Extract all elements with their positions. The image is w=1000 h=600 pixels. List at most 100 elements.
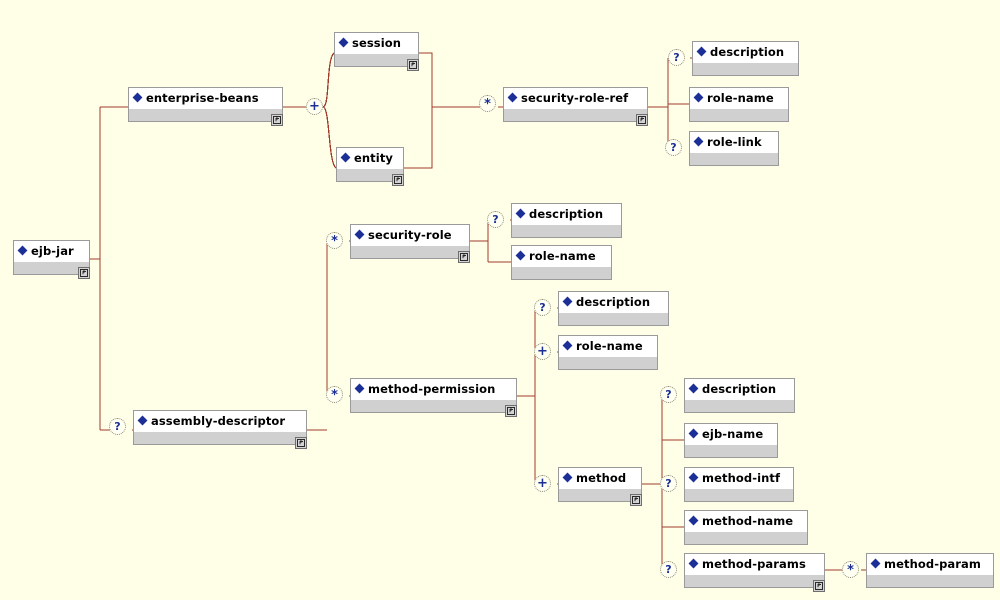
element-node-assembly-descriptor[interactable]: assembly-descriptor	[133, 410, 307, 449]
node-type-strip	[559, 356, 657, 369]
node-type-strip	[559, 312, 668, 325]
node-type-strip	[685, 399, 794, 412]
element-node-session[interactable]: session	[334, 32, 419, 71]
element-name-label: role-name	[529, 249, 596, 263]
compositor-enterprise-beans-choice[interactable]: +	[306, 98, 323, 115]
node-type-strip	[14, 261, 89, 274]
node-type-strip	[512, 224, 621, 237]
element-node-srr-description[interactable]: description	[692, 41, 799, 76]
node-header: role-name	[559, 336, 657, 356]
element-node-security-role-ref[interactable]: security-role-ref	[503, 87, 648, 126]
element-diamond-icon	[870, 558, 881, 569]
node-header: description	[685, 379, 794, 399]
expand-reference-icon[interactable]	[630, 494, 642, 506]
element-diamond-icon	[688, 515, 699, 526]
element-node-method-param[interactable]: method-param	[866, 553, 994, 588]
expand-reference-icon[interactable]	[295, 437, 307, 449]
occurrence-zero-or-more-icon-security-role-ref[interactable]: *	[479, 95, 496, 112]
element-name-label: role-name	[576, 339, 643, 353]
element-diamond-icon	[693, 92, 704, 103]
element-name-label: description	[529, 207, 604, 221]
node-type-strip	[351, 399, 516, 412]
element-name-label: description	[702, 382, 777, 396]
occurrence-zero-or-more-icon-method-permission[interactable]: *	[326, 386, 343, 403]
node-header: ejb-name	[685, 424, 777, 444]
expand-reference-icon[interactable]	[458, 251, 470, 263]
expand-reference-icon[interactable]	[78, 267, 90, 279]
occurrence-zero-or-more-icon-method-param[interactable]: *	[842, 561, 859, 578]
element-node-mp-role-name[interactable]: role-name	[558, 335, 658, 370]
element-diamond-icon	[693, 136, 704, 147]
occurrence-optional-icon-sr-description[interactable]: ?	[487, 211, 504, 228]
element-diamond-icon	[137, 415, 148, 426]
node-header: description	[693, 42, 798, 62]
element-name-label: entity	[354, 151, 394, 165]
node-type-strip	[685, 531, 807, 544]
element-node-m-description[interactable]: description	[684, 378, 795, 413]
occurrence-optional-icon-m-method-params[interactable]: ?	[660, 561, 677, 578]
occurrence-optional-icon-m-method-intf[interactable]: ?	[660, 475, 677, 492]
element-name-label: method-name	[702, 514, 794, 528]
element-diamond-icon	[507, 92, 518, 103]
element-node-srr-role-link[interactable]: role-link	[689, 131, 779, 166]
node-header: role-name	[512, 246, 611, 266]
node-header: session	[335, 33, 418, 53]
element-node-srr-role-name[interactable]: role-name	[689, 87, 789, 122]
element-diamond-icon	[562, 472, 573, 483]
element-name-label: security-role-ref	[521, 91, 629, 105]
element-node-m-method-intf[interactable]: method-intf	[684, 467, 794, 502]
occurrence-optional-icon-srr-role-link[interactable]: ?	[665, 139, 682, 156]
element-node-m-method-name[interactable]: method-name	[684, 510, 808, 545]
element-diamond-icon	[688, 472, 699, 483]
element-diamond-icon	[688, 558, 699, 569]
element-diamond-icon	[562, 340, 573, 351]
node-header: method-params	[685, 554, 824, 574]
element-node-mp-description[interactable]: description	[558, 291, 669, 326]
node-header: ejb-jar	[14, 241, 89, 261]
expand-reference-icon[interactable]	[505, 405, 517, 417]
node-type-strip	[351, 245, 469, 258]
expand-reference-icon[interactable]	[813, 580, 825, 592]
element-diamond-icon	[354, 229, 365, 240]
node-type-strip	[690, 152, 778, 165]
node-type-strip	[690, 108, 788, 121]
element-node-security-role[interactable]: security-role	[350, 224, 470, 263]
occurrence-one-or-more-icon-method[interactable]: +	[534, 475, 551, 492]
occurrence-optional-icon-m-description[interactable]: ?	[660, 386, 677, 403]
element-diamond-icon	[340, 152, 351, 163]
expand-reference-icon[interactable]	[636, 114, 648, 126]
occurrence-zero-or-more-icon-security-role[interactable]: *	[326, 232, 343, 249]
occurrence-optional-icon-mp-description[interactable]: ?	[534, 299, 551, 316]
node-header: security-role	[351, 225, 469, 245]
element-node-m-ejb-name[interactable]: ejb-name	[684, 423, 778, 458]
expand-reference-icon[interactable]	[271, 114, 283, 126]
occurrence-optional-icon-srr-description[interactable]: ?	[668, 49, 685, 66]
node-header: method-intf	[685, 468, 793, 488]
element-node-sr-description[interactable]: description	[511, 203, 622, 238]
element-node-m-method-params[interactable]: method-params	[684, 553, 825, 592]
occurrence-one-or-more-icon-mp-role-name[interactable]: +	[534, 343, 551, 360]
element-name-label: role-name	[707, 91, 774, 105]
node-type-strip	[559, 488, 641, 501]
node-type-strip	[129, 108, 282, 121]
element-name-label: description	[710, 45, 785, 59]
element-node-enterprise-beans[interactable]: enterprise-beans	[128, 87, 283, 126]
expand-reference-icon[interactable]	[392, 174, 404, 186]
element-node-entity[interactable]: entity	[336, 147, 404, 186]
element-node-sr-role-name[interactable]: role-name	[511, 245, 612, 280]
element-name-label: method-permission	[368, 382, 496, 396]
expand-reference-icon[interactable]	[407, 59, 419, 71]
node-type-strip	[134, 431, 306, 444]
element-node-ejb-jar[interactable]: ejb-jar	[13, 240, 90, 279]
element-diamond-icon	[338, 37, 349, 48]
node-header: enterprise-beans	[129, 88, 282, 108]
node-header: description	[559, 292, 668, 312]
element-node-method[interactable]: method	[558, 467, 642, 506]
element-diamond-icon	[354, 383, 365, 394]
element-node-method-permission[interactable]: method-permission	[350, 378, 517, 417]
node-header: method	[559, 468, 641, 488]
element-diamond-icon	[132, 92, 143, 103]
occurrence-optional-icon-assembly-descriptor[interactable]: ?	[109, 418, 126, 435]
node-header: description	[512, 204, 621, 224]
element-diamond-icon	[17, 245, 28, 256]
